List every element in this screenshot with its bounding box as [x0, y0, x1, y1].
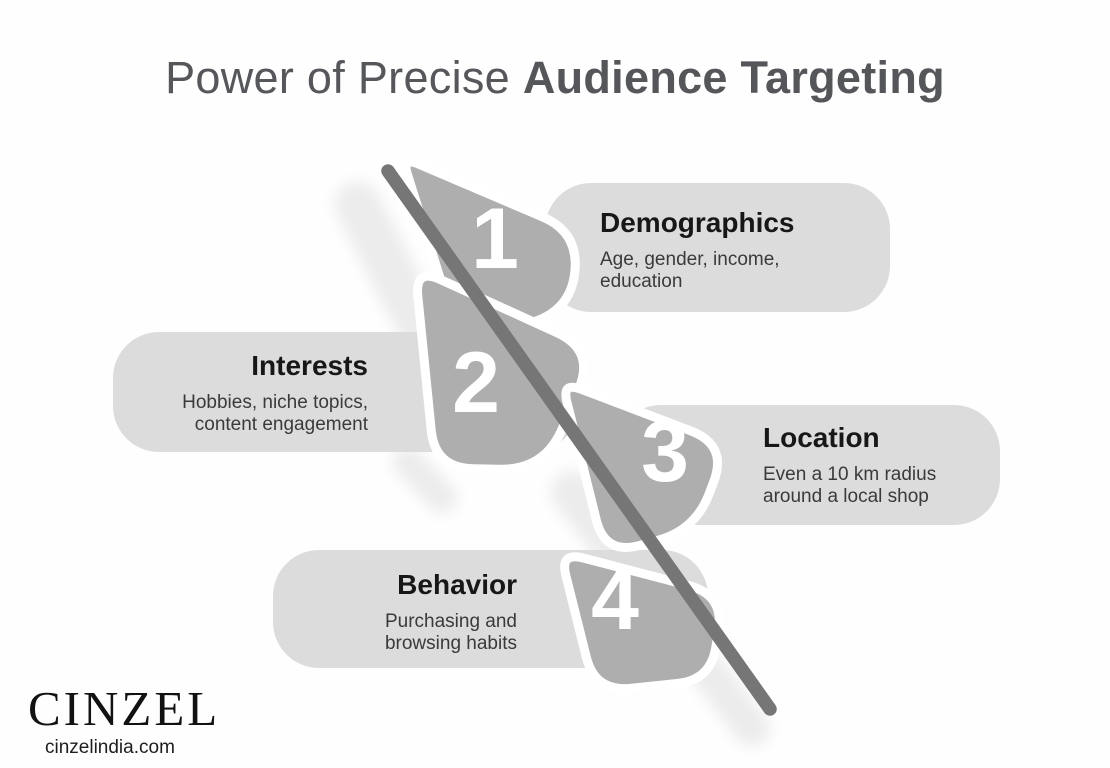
- brand-logo: CINZEL: [28, 681, 221, 736]
- page-title-regular: Power of Precise: [165, 52, 523, 103]
- step-demographics: Demographics Age, gender, income, educat…: [600, 206, 885, 293]
- page-title-bold: Audience Targeting: [522, 52, 945, 103]
- step-interests-description: Hobbies, niche topics, content engagemen…: [182, 391, 368, 435]
- step-number-4: 4: [591, 552, 639, 648]
- step-location: Location Even a 10 km radius around a lo…: [763, 421, 1003, 508]
- step-behavior-description: Purchasing and browsing habits: [384, 610, 517, 654]
- step-number-2: 2: [452, 335, 500, 431]
- diagonal-line: [381, 164, 777, 716]
- step-demographics-description: Age, gender, income, education: [600, 248, 780, 292]
- step-interests: Interests Hobbies, niche topics, content…: [98, 349, 368, 436]
- step-number-3: 3: [641, 404, 689, 500]
- shadow-streak-bottom: [685, 647, 770, 746]
- step-location-heading: Location: [763, 422, 880, 453]
- step-interests-heading: Interests: [251, 350, 368, 381]
- shadow-streak-step2: [393, 447, 457, 513]
- card-demographics: [545, 183, 890, 312]
- step-behavior: Behavior Purchasing and browsing habits: [247, 568, 517, 655]
- step-demographics-heading: Demographics: [600, 207, 795, 238]
- step-shape-3: [561, 382, 722, 552]
- step-shape-2: [413, 271, 589, 474]
- step-location-description: Even a 10 km radius around a local shop: [763, 463, 937, 507]
- page-title: Power of Precise Audience Targeting: [0, 52, 1110, 104]
- step-behavior-heading: Behavior: [397, 569, 517, 600]
- step-number-1: 1: [471, 191, 519, 287]
- brand-website: cinzelindia.com: [45, 737, 175, 758]
